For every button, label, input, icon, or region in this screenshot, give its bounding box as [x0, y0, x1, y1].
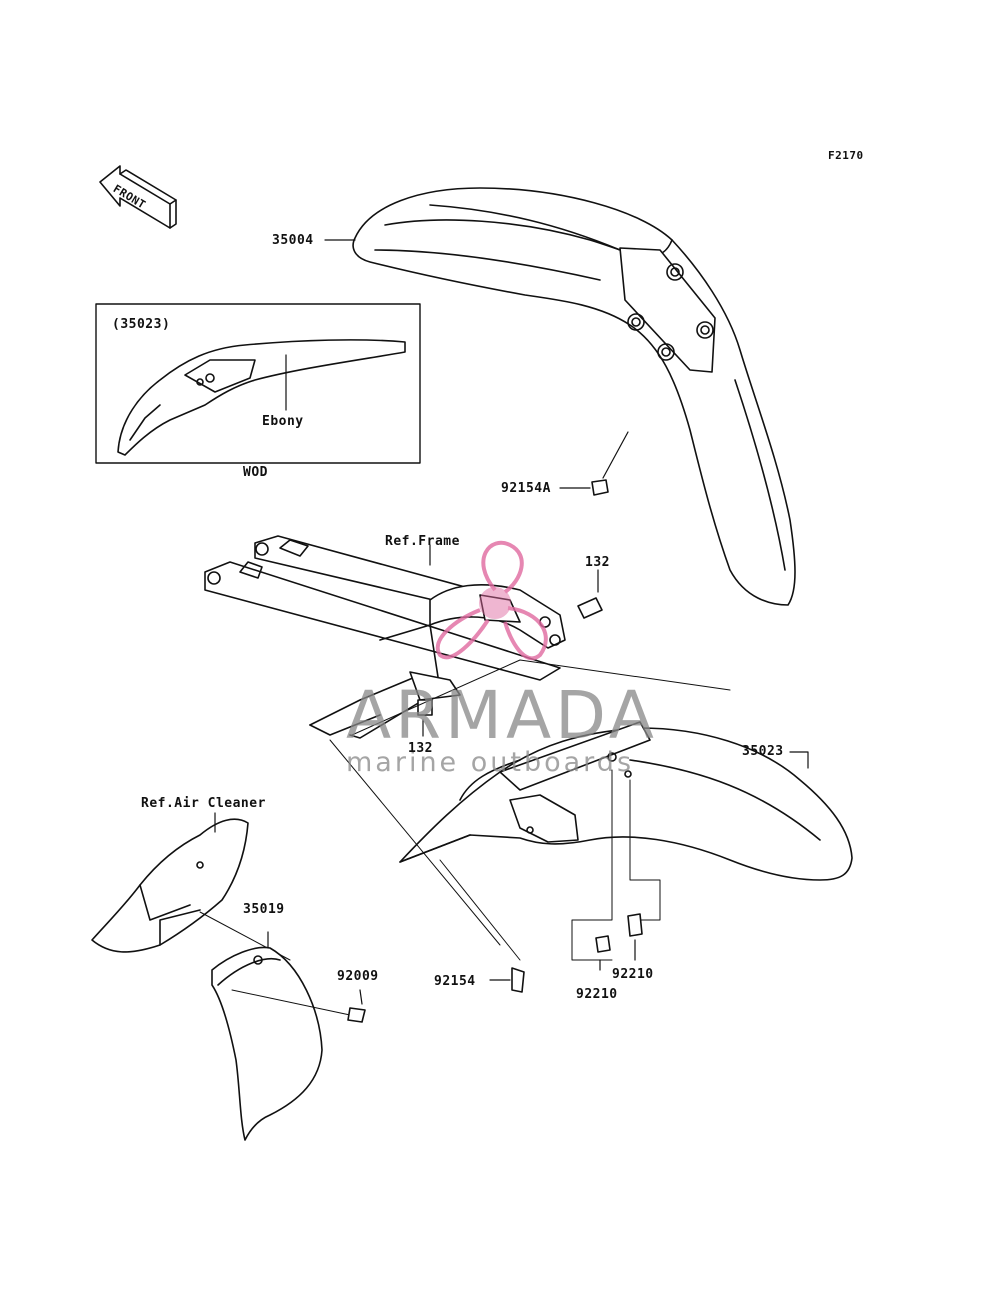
callout-35019: 35019	[243, 902, 285, 917]
air-cleaner-drawing	[91, 812, 291, 961]
figure-code: F2170	[828, 149, 864, 162]
callout-35004: 35004	[272, 233, 314, 248]
callout-ref-air-cleaner: Ref.Air Cleaner	[141, 796, 266, 811]
watermark-title: ARMADA	[346, 677, 658, 754]
callout-132-lower: 132	[408, 741, 433, 756]
watermark-logo-icon	[435, 540, 548, 661]
callout-92210-left: 92210	[576, 987, 618, 1002]
callout-92210-right: 92210	[612, 967, 654, 982]
front-arrow-icon	[99, 165, 177, 229]
callout-ref-frame: Ref.Frame	[385, 534, 460, 549]
mud-guard-drawing	[211, 931, 366, 1141]
callout-35023: 35023	[742, 744, 784, 759]
inset-note: Ebony	[262, 414, 304, 429]
callout-92009: 92009	[337, 969, 379, 984]
rear-fender-drawing	[399, 721, 853, 881]
inset-caption: WOD	[243, 465, 268, 480]
front-fender-drawing	[352, 187, 796, 606]
callout-92154: 92154	[434, 974, 476, 989]
watermark-subtitle: marine outboards	[346, 747, 635, 778]
inset-part-ref: (35023)	[112, 317, 171, 332]
frame-drawing	[204, 535, 566, 739]
callout-132-upper: 132	[585, 555, 610, 570]
callout-92154a: 92154A	[501, 481, 551, 496]
